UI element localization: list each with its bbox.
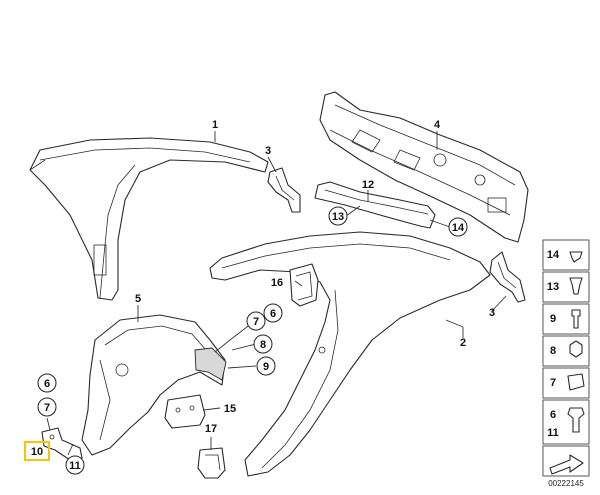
sealing-strip <box>314 181 436 229</box>
side-panel-right <box>209 231 491 477</box>
callout-8: 8 <box>253 334 273 354</box>
callout-5: 5 <box>135 293 141 305</box>
callout-10-highlighted[interactable]: 10 <box>23 440 51 462</box>
callout-2: 2 <box>460 337 466 349</box>
callout-14: 14 <box>448 217 468 237</box>
svg-text:12: 12 <box>362 179 374 191</box>
svg-text:14: 14 <box>452 222 465 234</box>
svg-text:17: 17 <box>205 423 217 435</box>
svg-text:10: 10 <box>31 446 43 458</box>
svg-text:14: 14 <box>547 249 560 261</box>
cover-plate <box>164 394 206 429</box>
svg-text:7: 7 <box>550 377 556 389</box>
clip-nut-icon <box>567 373 585 391</box>
svg-text:3: 3 <box>489 307 495 319</box>
svg-text:9: 9 <box>550 313 556 325</box>
svg-text:8: 8 <box>260 339 266 351</box>
bracket-upper <box>267 167 301 213</box>
diagram-code: 00222145 <box>548 479 584 488</box>
rear-panel <box>319 91 529 243</box>
svg-text:15: 15 <box>224 403 236 415</box>
hex-nut-icon <box>569 340 583 358</box>
plug-icon <box>569 251 583 263</box>
callout-17: 17 <box>205 423 217 435</box>
callout-12: 12 <box>362 179 374 191</box>
svg-text:4: 4 <box>434 119 441 131</box>
svg-text:11: 11 <box>69 460 81 472</box>
reinforcement-plate <box>289 263 319 307</box>
svg-text:13: 13 <box>332 211 344 223</box>
svg-text:2: 2 <box>460 337 466 349</box>
svg-text:13: 13 <box>547 281 559 293</box>
arrow-icon <box>549 454 584 475</box>
callout-3-lower: 3 <box>489 307 495 319</box>
mounting-bracket <box>197 447 226 479</box>
wheel-arch-liner <box>81 314 227 456</box>
callout-7-left: 7 <box>37 397 57 417</box>
svg-text:6: 6 <box>550 409 556 421</box>
fastener-legend: 14 13 9 8 7 6 11 <box>542 239 590 477</box>
svg-text:6: 6 <box>44 378 50 390</box>
callout-7-right: 7 <box>246 311 266 331</box>
svg-text:8: 8 <box>550 345 556 357</box>
svg-text:1: 1 <box>212 119 218 131</box>
screw-icon <box>571 309 581 329</box>
callout-4: 4 <box>434 119 441 131</box>
callout-9: 9 <box>256 356 276 376</box>
svg-text:7: 7 <box>44 402 50 414</box>
bracket-lower <box>489 251 526 303</box>
callout-13: 13 <box>328 206 348 226</box>
svg-text:11: 11 <box>547 427 559 439</box>
callout-3-upper: 3 <box>265 145 271 157</box>
side-panel-left <box>29 137 269 301</box>
svg-text:5: 5 <box>135 293 141 305</box>
svg-text:7: 7 <box>253 316 259 328</box>
svg-text:16: 16 <box>271 277 283 289</box>
svg-text:3: 3 <box>265 145 271 157</box>
stud-clip-icon <box>567 407 585 433</box>
callout-6-left: 6 <box>37 373 57 393</box>
svg-text:9: 9 <box>263 361 269 373</box>
support-bracket <box>41 427 83 461</box>
expanding-rivet-icon <box>569 277 583 295</box>
leader-lines <box>46 131 507 456</box>
callout-1: 1 <box>212 119 218 131</box>
callout-16: 16 <box>271 277 283 289</box>
callout-11: 11 <box>65 455 85 475</box>
callout-6-right: 6 <box>263 303 283 323</box>
svg-text:6: 6 <box>270 308 276 320</box>
callout-15: 15 <box>224 403 236 415</box>
